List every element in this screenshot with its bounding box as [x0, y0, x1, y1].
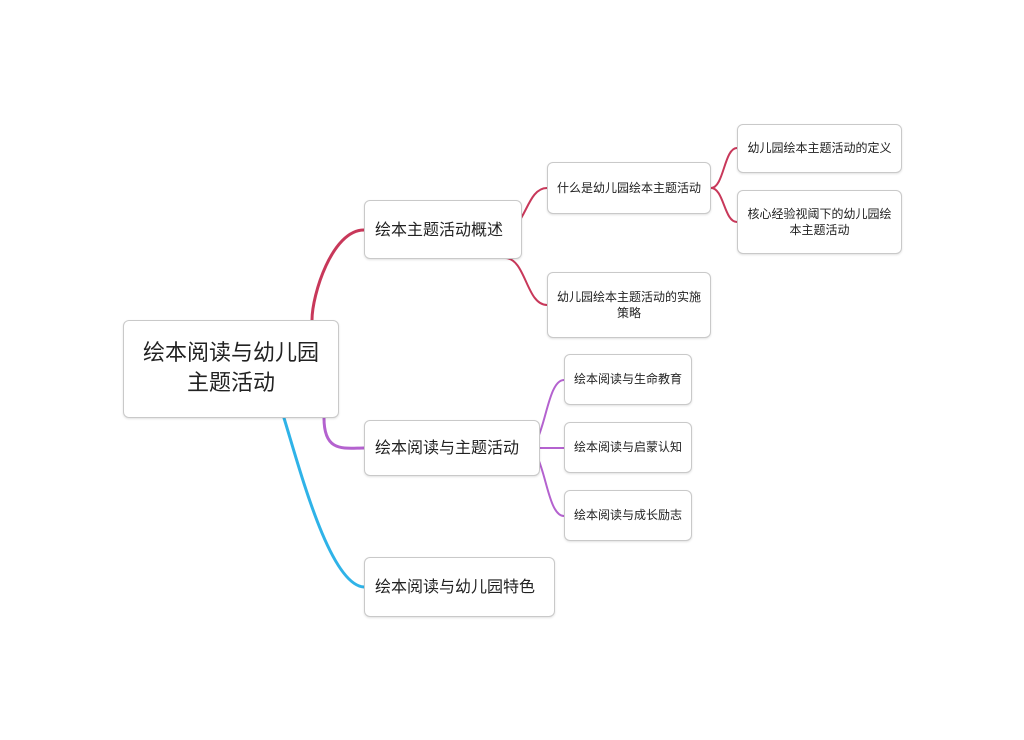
root-topic-line-1: 绘本阅读与幼儿园 [142, 341, 319, 367]
topic-overview-node[interactable]: 绘本主题活动概述 [364, 200, 522, 259]
subtopic-what-is-label: 什么是幼儿园绘本主题活动 [556, 180, 701, 195]
subtopic-life-education-label: 绘本阅读与生命教育 [573, 372, 682, 387]
subtopic-core-experience-node[interactable]: 核心经验视阈下的幼儿园绘 本主题活动 [737, 190, 902, 254]
topic-kindergarten-features-node[interactable]: 绘本阅读与幼儿园特色 [364, 557, 555, 617]
topic-overview-label: 绘本主题活动概述 [375, 219, 504, 239]
subtopic-life-education-node[interactable]: 绘本阅读与生命教育 [564, 354, 692, 405]
connector-what-is-to-core-experience [710, 187, 738, 223]
topic-reading-activities-label: 绘本阅读与主题活动 [375, 438, 520, 458]
root-topic-line-2: 主题活动 [186, 371, 275, 396]
subtopic-core-experience-line-2: 本主题活动 [789, 223, 850, 237]
subtopic-what-is-node[interactable]: 什么是幼儿园绘本主题活动 [547, 162, 711, 214]
subtopic-growth-label: 绘本阅读与成长励志 [573, 508, 682, 523]
subtopic-cognition-node[interactable]: 绘本阅读与启蒙认知 [564, 422, 692, 473]
connector-overview-to-strategy [504, 257, 548, 306]
topic-reading-activities-node[interactable]: 绘本阅读与主题活动 [364, 420, 540, 476]
connector-root-to-overview [310, 228, 366, 322]
subtopic-growth-node[interactable]: 绘本阅读与成长励志 [564, 490, 692, 541]
connector-what-is-to-definition [710, 147, 738, 189]
connector-root-to-features [282, 416, 366, 589]
subtopic-cognition-label: 绘本阅读与启蒙认知 [573, 440, 682, 455]
root-topic-node[interactable]: 绘本阅读与幼儿园 主题活动 [123, 320, 339, 418]
subtopic-definition-label: 幼儿园绘本主题活动的定义 [747, 141, 892, 156]
connector-root-to-reading-activities [322, 416, 366, 450]
subtopic-core-experience-line-1: 核心经验视阈下的幼儿园绘 [747, 206, 892, 221]
subtopic-strategy-line-1: 幼儿园绘本主题活动的实施 [556, 289, 701, 304]
topic-kindergarten-features-label: 绘本阅读与幼儿园特色 [375, 577, 536, 597]
subtopic-definition-node[interactable]: 幼儿园绘本主题活动的定义 [737, 124, 902, 173]
subtopic-strategy-node[interactable]: 幼儿园绘本主题活动的实施 策略 [547, 272, 711, 338]
subtopic-strategy-line-2: 策略 [616, 306, 641, 320]
